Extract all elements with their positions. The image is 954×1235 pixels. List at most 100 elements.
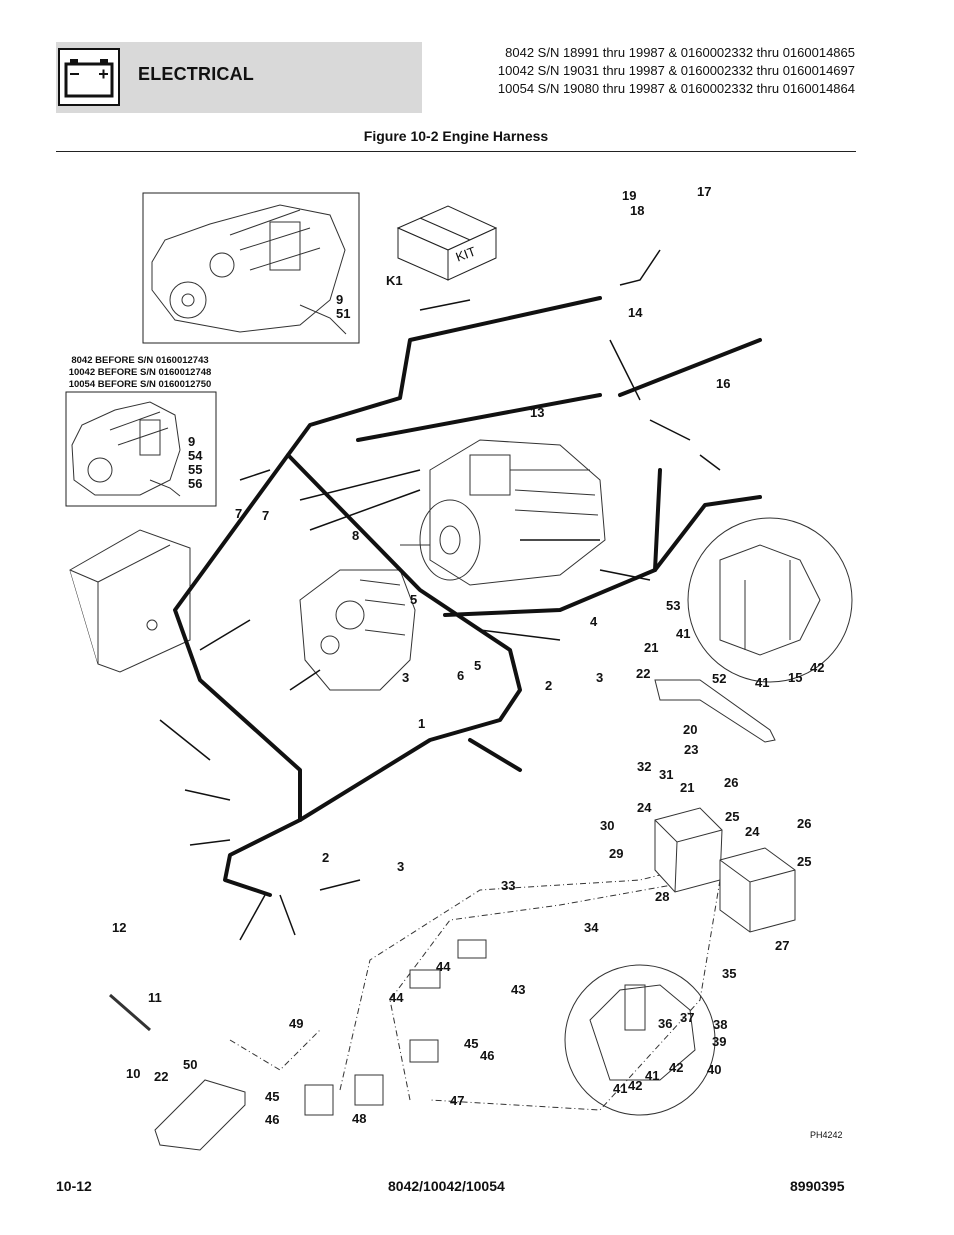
drawing-code: PH4242 [810, 1130, 843, 1140]
engine-sketch-top [151, 204, 347, 335]
note-line: 10054 BEFORE S/N 0160012750 [68, 379, 212, 390]
callout: 16 [716, 376, 730, 391]
callout: 5 [410, 592, 417, 607]
detail-circle-right [687, 517, 853, 683]
callout: 13 [530, 405, 544, 420]
callout: 25 [725, 809, 739, 824]
note-line: 10042 BEFORE S/N 0160012748 [68, 367, 212, 378]
callout: 50 [183, 1057, 197, 1072]
callout: 47 [450, 1093, 464, 1108]
bracket-50 [154, 1079, 246, 1151]
callout: 44 [389, 990, 404, 1005]
callout: 42 [628, 1078, 642, 1093]
callout: 2 [322, 850, 329, 865]
callout: 29 [609, 846, 623, 861]
callout: 55 [188, 462, 202, 477]
kit-box [396, 205, 498, 281]
callout: 20 [683, 722, 697, 737]
callout: 30 [600, 818, 614, 833]
callout: 10 [126, 1066, 140, 1081]
callout: 40 [707, 1062, 721, 1077]
callout: 25 [797, 854, 811, 869]
callout: 42 [810, 660, 824, 675]
callout: 26 [797, 816, 811, 831]
callout: 23 [684, 742, 698, 757]
callout: 51 [336, 306, 350, 321]
bracket-20 [654, 679, 776, 743]
cable-tie-11 [109, 993, 151, 1032]
callout: 7 [262, 508, 269, 523]
callout: 38 [713, 1017, 727, 1032]
callout: 43 [511, 982, 525, 997]
serial-range-block: 8042 S/N 18991 thru 19987 & 0160002332 t… [498, 44, 855, 98]
callout: 6 [457, 668, 464, 683]
engine-block [400, 439, 606, 586]
battery-icon [58, 48, 120, 106]
callout: 34 [584, 920, 599, 935]
callout: 21 [680, 780, 694, 795]
callout: 52 [712, 671, 726, 686]
callout: 12 [112, 920, 126, 935]
callouts: 19 17 18 K1 9 51 14 16 13 9 54 55 56 7 7… [112, 184, 824, 1127]
engine-sketch-lower [71, 401, 181, 497]
section-title: ELECTRICAL [138, 64, 254, 84]
callout: 24 [745, 824, 760, 839]
serial-note: 8042 BEFORE S/N 0160012743 10042 BEFORE … [60, 355, 220, 391]
header-rule [56, 151, 856, 152]
callout: 18 [630, 203, 644, 218]
callout: 56 [188, 476, 202, 491]
callout: 22 [154, 1069, 168, 1084]
callout: 45 [464, 1036, 478, 1051]
callout: 8 [352, 528, 359, 543]
engine-inset-top [142, 192, 360, 344]
callout: 54 [188, 448, 203, 463]
callout: 5 [474, 658, 481, 673]
engine-inset-lower [65, 391, 217, 507]
callout: 42 [669, 1060, 683, 1075]
callout: 21 [644, 640, 658, 655]
callout: 41 [755, 675, 769, 690]
callout: K1 [386, 273, 403, 288]
callout: 32 [637, 759, 651, 774]
footer-models: 8042/10042/10054 [388, 1178, 505, 1194]
callout: 1 [418, 716, 425, 731]
callout: 26 [724, 775, 738, 790]
callout: 14 [628, 305, 643, 320]
callout: 46 [480, 1048, 494, 1063]
callout: 15 [788, 670, 802, 685]
callout: 11 [148, 990, 162, 1005]
callout: 33 [501, 878, 515, 893]
callout: 41 [613, 1081, 627, 1096]
callout: 19 [622, 188, 636, 203]
kit-label: KIT [454, 244, 478, 265]
detail-circle-bottom [564, 964, 716, 1116]
callout: 24 [637, 800, 652, 815]
callout: 17 [697, 184, 711, 199]
page-number: 10-12 [56, 1178, 92, 1194]
callout: 3 [402, 670, 409, 685]
relay-blocks [304, 939, 487, 1116]
doc-number: 8990395 [790, 1178, 845, 1194]
callout: 3 [596, 670, 603, 685]
callout: 22 [636, 666, 650, 681]
callout: 4 [590, 614, 598, 629]
serial-line: 10054 S/N 19080 thru 19987 & 0160002332 … [497, 81, 855, 96]
main-harness [173, 296, 762, 897]
batteries [654, 807, 796, 933]
callout: 39 [712, 1034, 726, 1049]
callout: 27 [775, 938, 789, 953]
callout: 9 [336, 292, 343, 307]
fuel-tank [69, 529, 191, 673]
callout: 48 [352, 1111, 366, 1126]
callout: 44 [436, 959, 451, 974]
callout: 36 [658, 1016, 672, 1031]
secondary-wires [159, 249, 721, 941]
callout: 28 [655, 889, 669, 904]
callout: 2 [545, 678, 552, 693]
callout: 41 [645, 1068, 659, 1083]
serial-line: 10042 S/N 19031 thru 19987 & 0160002332 … [497, 63, 855, 78]
figure-title: Figure 10-2 Engine Harness [363, 128, 549, 144]
callout: 9 [188, 434, 195, 449]
callout: 46 [265, 1112, 279, 1127]
